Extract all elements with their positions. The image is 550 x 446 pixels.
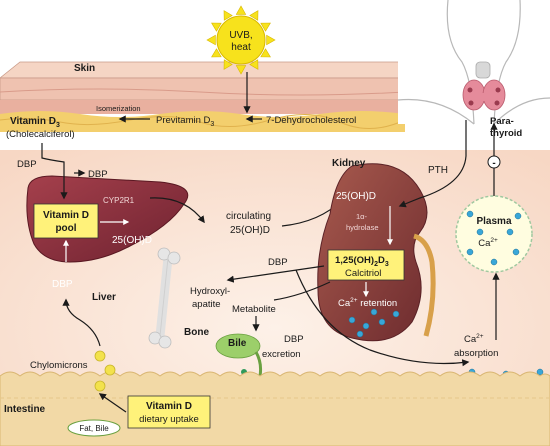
sun-icon (206, 5, 276, 75)
calcium-dot (392, 310, 400, 318)
cyp2r1-label: CYP2R1 (103, 196, 135, 205)
dietary-uptake-box (127, 395, 211, 429)
sun-ray (235, 5, 247, 15)
chylomicrons-label: Chylomicrons (30, 360, 88, 371)
sun-ray (260, 48, 271, 58)
sun-ray (223, 10, 233, 21)
liver-25ohd-label: 25(OH)D (112, 235, 152, 246)
ca-absorption-line1: Ca2+ (464, 333, 484, 345)
hydrolase-line1: 1α- (356, 212, 368, 221)
vitamin-d-pool-line1: Vitamin D (43, 210, 89, 221)
dietary-uptake-line2: dietary uptake (139, 414, 199, 425)
mid-dbp-label: DBP (268, 257, 288, 268)
sun-ray (249, 10, 259, 21)
calcium-dot (362, 322, 370, 330)
dietary-uptake-line1: Vitamin D (146, 401, 192, 412)
negative-feedback-label: - (492, 158, 495, 169)
chylomicron-dot (94, 350, 106, 362)
hydroxylapatite-line2: apatite (192, 299, 221, 310)
bone-icon (148, 247, 181, 349)
thyroid-gland (462, 79, 506, 111)
low-dbp-label: DBP (284, 334, 304, 345)
parathyroid-label-line1: Para- (490, 116, 514, 127)
excretion-label: excretion (262, 349, 301, 360)
calcium-dot (476, 228, 484, 236)
calcium-dot (356, 330, 364, 338)
calcium-dot (512, 248, 520, 256)
vitamin-d-pool-box (33, 203, 99, 239)
calcium-dot (378, 318, 386, 326)
liver-label: Liver (92, 292, 116, 303)
intestine-label: Intestine (4, 404, 46, 415)
metabolite-label: Metabolite (232, 304, 276, 315)
liver-dbp-label: DBP (52, 279, 73, 290)
skin-label: Skin (74, 63, 95, 74)
ca-absorption-line2: absorption (454, 348, 498, 359)
isomerization-label: Isomerization (96, 104, 141, 113)
calcium-dot (348, 316, 356, 324)
calcitriol-formula: 1,25(OH)2D3 (335, 255, 389, 268)
sun-ray (249, 59, 259, 70)
dehydrocholesterol-label: 7-Dehydrocholesterol (266, 115, 356, 126)
sun-ray (235, 65, 247, 75)
calcitriol-name: Calcitriol (345, 268, 381, 279)
plasma-ca-label: Ca2+ (478, 237, 498, 249)
calcitriol-to-metabolite-line (273, 281, 331, 301)
chylomicron-to-liver-arrow (62, 298, 101, 347)
sun-ray (260, 22, 271, 32)
vitamin-d-pool-line2: pool (55, 223, 76, 234)
calcium-dot (506, 228, 514, 236)
chylomicron-dot (94, 380, 106, 392)
bile-label: Bile (228, 338, 247, 349)
liver-to-circulation-arrow (149, 197, 205, 224)
calcium-dot (514, 212, 522, 220)
sun-ray (266, 34, 276, 46)
chylomicron-dot (104, 364, 116, 376)
pth-arrow (398, 120, 467, 208)
kidney-calcium-dots (348, 308, 400, 338)
sun-label-line1: UVB, (229, 30, 252, 41)
circulating-line1: circulating (226, 211, 271, 222)
kidney-label: Kidney (332, 158, 366, 169)
sun-ray (206, 34, 216, 46)
calcium-dot (466, 210, 474, 218)
vitamin-d3-label: Vitamin D3 (10, 116, 60, 129)
calcium-dot (466, 248, 474, 256)
calcium-dot (490, 258, 498, 266)
hydroxylapatite-line1: Hydroxyl- (190, 286, 230, 297)
dietary-to-chylomicron-arrow (98, 393, 127, 413)
sun-label-line2: heat (231, 42, 251, 53)
calcitriol-box (327, 249, 405, 281)
bone-label: Bone (184, 327, 209, 338)
fat-bile-label: Fat, Bile (79, 424, 109, 433)
parathyroid-label-line2: thyroid (490, 128, 522, 139)
plasma-label: Plasma (476, 216, 511, 227)
ca-retention-label: Ca2+ retention (338, 297, 397, 309)
calcitriol-to-absorption-arrow (295, 269, 470, 367)
hydrolase-line2: hydrolase (346, 223, 379, 232)
fat-bile-oval (67, 419, 121, 437)
circulating-line2: 25(OH)D (230, 225, 270, 236)
skin-to-liver-arrow (41, 143, 68, 200)
kidney-25ohd-label: 25(OH)D (336, 191, 376, 202)
previtamin-label: Previtamin D3 (156, 115, 214, 128)
calcitriol-to-bone-arrow (226, 265, 325, 283)
pth-label: PTH (428, 165, 448, 176)
negative-feedback-icon (487, 155, 501, 169)
plasma-calcium-dots (466, 210, 522, 266)
calcium-dot (370, 308, 378, 316)
calcium-dot (536, 368, 544, 376)
gallbladder-icon (215, 333, 263, 385)
sun-ray (211, 48, 222, 58)
liver-in-dbp-label: DBP (88, 169, 108, 180)
sun-ray (211, 22, 222, 32)
skin-dbp-label: DBP (17, 159, 37, 170)
sun-ray (223, 59, 233, 70)
skin-tissue: Skin (0, 61, 427, 132)
cholecalciferol-label: (Cholecalciferol) (6, 129, 75, 140)
